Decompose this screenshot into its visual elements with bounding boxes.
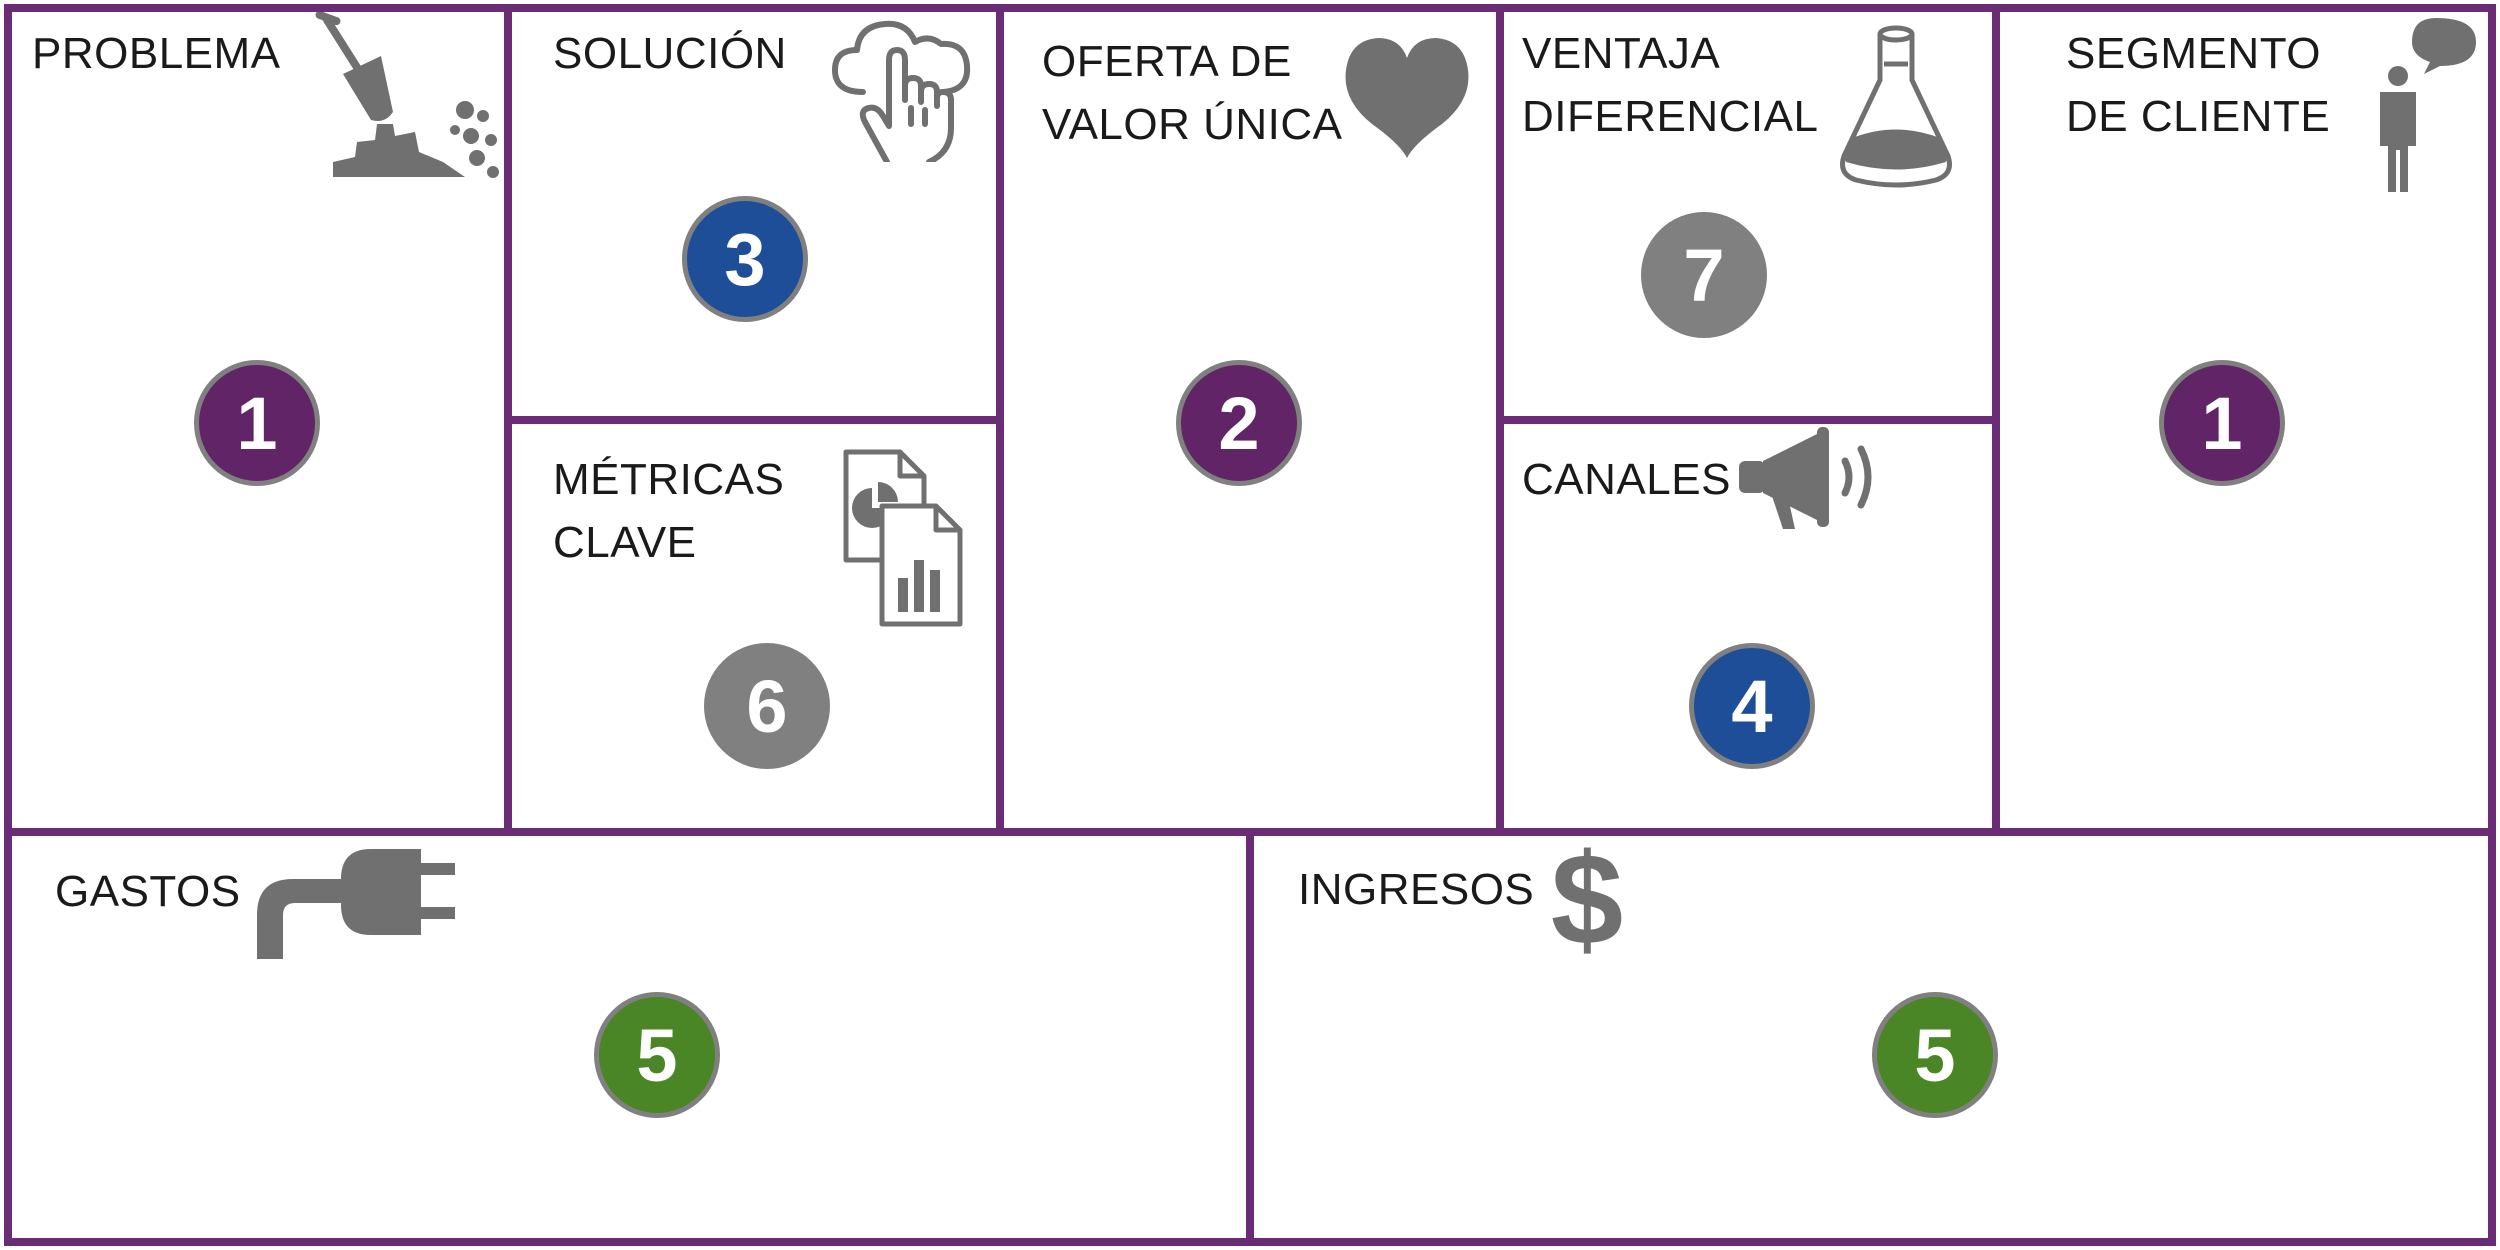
oferta-badge: 2	[1176, 360, 1302, 486]
dollar-icon: $	[1542, 832, 1632, 972]
gastos-box	[4, 828, 1254, 1246]
svg-text:$: $	[1551, 832, 1623, 972]
report-documents-icon	[842, 448, 967, 628]
gastos-label: GASTOS	[55, 867, 241, 916]
ventaja-label: VENTAJA DIFERENCIAL	[1522, 29, 1819, 141]
gastos-badge: 5	[594, 992, 720, 1118]
problema-badge: 1	[194, 360, 320, 486]
flask-icon	[1836, 24, 1956, 189]
cloud-touch-icon	[825, 12, 975, 162]
person-speech-icon	[2370, 14, 2480, 194]
oferta-label: OFERTA DE VALOR ÚNICA	[1042, 37, 1343, 149]
heart-icon	[1342, 32, 1472, 162]
segmento-label: SEGMENTO DE CLIENTE	[2066, 29, 2331, 141]
metricas-label: MÉTRICAS CLAVE	[553, 455, 785, 567]
megaphone-icon	[1735, 425, 1895, 535]
ventaja-badge: 7	[1641, 212, 1767, 338]
solucion-label: SOLUCIÓN	[553, 29, 787, 78]
canales-label: CANALES	[1522, 455, 1731, 504]
segmento-badge: 1	[2159, 360, 2285, 486]
ingresos-label: INGRESOS	[1298, 865, 1535, 914]
ingresos-badge: 5	[1872, 992, 1998, 1118]
solucion-badge: 3	[682, 196, 808, 322]
metricas-badge: 6	[704, 643, 830, 769]
ingresos-box	[1246, 828, 2496, 1246]
power-plug-icon	[255, 843, 460, 963]
canales-badge: 4	[1689, 643, 1815, 769]
problema-label: PROBLEMA	[32, 29, 281, 78]
shovel-icon	[305, 12, 505, 182]
